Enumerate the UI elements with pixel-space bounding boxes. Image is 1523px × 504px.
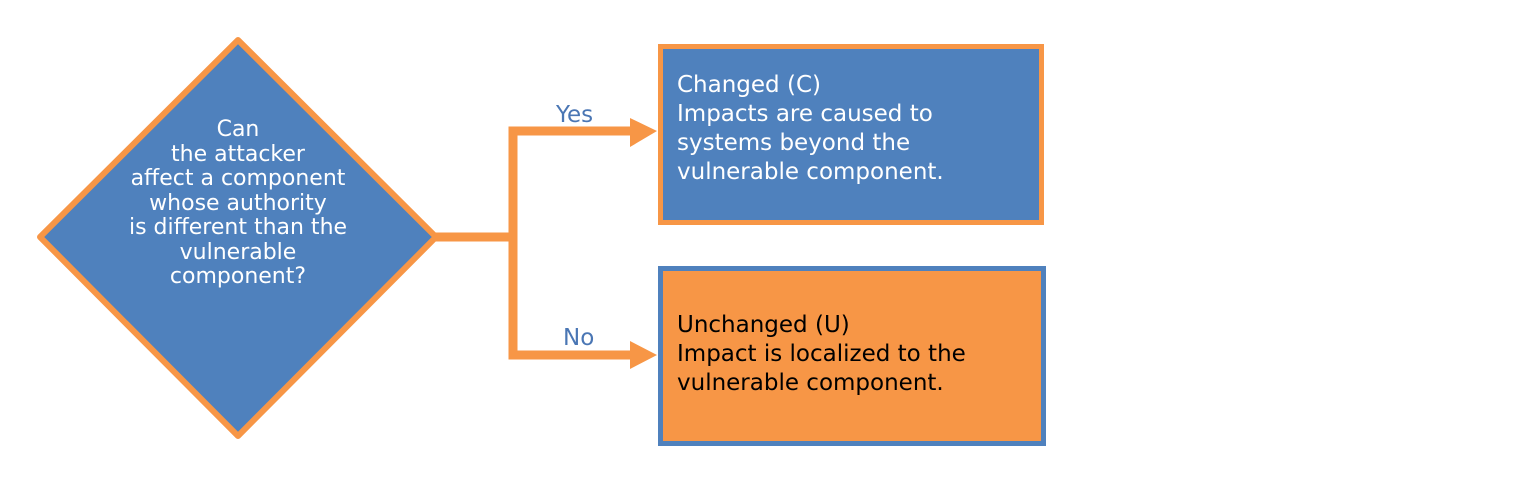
outcome-changed-description: Impacts are caused to systems beyond the…	[677, 101, 944, 185]
yes-arrowhead	[630, 118, 657, 147]
outcome-changed-box: Changed (C) Impacts are caused to system…	[658, 44, 1044, 225]
outcome-unchanged-title: Unchanged (U)	[677, 312, 850, 338]
decision-diamond	[37, 37, 439, 439]
yes-connector	[508, 126, 632, 241]
no-arrowhead	[630, 341, 657, 369]
decision-question: Can the attacker affect a component whos…	[128, 117, 348, 289]
no-connector	[508, 233, 632, 360]
outcome-unchanged-box: Unchanged (U) Impact is localized to the…	[658, 266, 1046, 446]
yes-label: Yes	[556, 102, 594, 128]
outcome-unchanged-description: Impact is localized to the vulnerable co…	[677, 341, 966, 396]
no-label: No	[563, 325, 595, 351]
outcome-changed-title: Changed (C)	[677, 72, 821, 98]
connector-lines	[433, 126, 632, 360]
